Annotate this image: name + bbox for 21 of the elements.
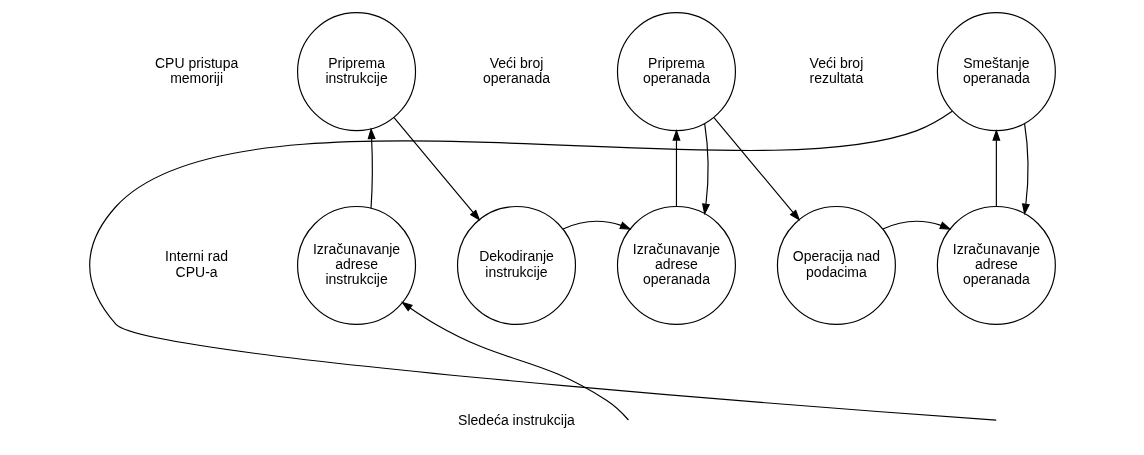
label: Veći broj operanada <box>482 54 550 86</box>
label: Veći broj rezultata <box>809 54 863 86</box>
arrow <box>701 123 710 216</box>
arrow <box>400 301 629 421</box>
arrow <box>881 220 951 230</box>
arrow <box>561 220 632 230</box>
label: CPU pristupa memoriji <box>154 54 238 86</box>
node-circle: Dekodiranje instrukcije <box>456 205 576 325</box>
label: Interni rad CPU-a <box>164 248 228 280</box>
node-circle: Smeštanje operanada <box>936 12 1056 132</box>
node-circle: Priprema operanada <box>616 12 736 132</box>
node-circle: Operacija nad podacima <box>776 205 896 325</box>
arrow <box>392 117 480 222</box>
label: Sledeća instrukcija <box>457 411 575 428</box>
arrow <box>671 129 681 207</box>
node-circle: Priprema instrukcije <box>296 12 416 132</box>
connector <box>88 110 997 421</box>
arrow <box>1021 123 1030 216</box>
arrow <box>712 117 800 222</box>
arrow <box>991 129 1000 207</box>
arrow <box>367 127 376 209</box>
